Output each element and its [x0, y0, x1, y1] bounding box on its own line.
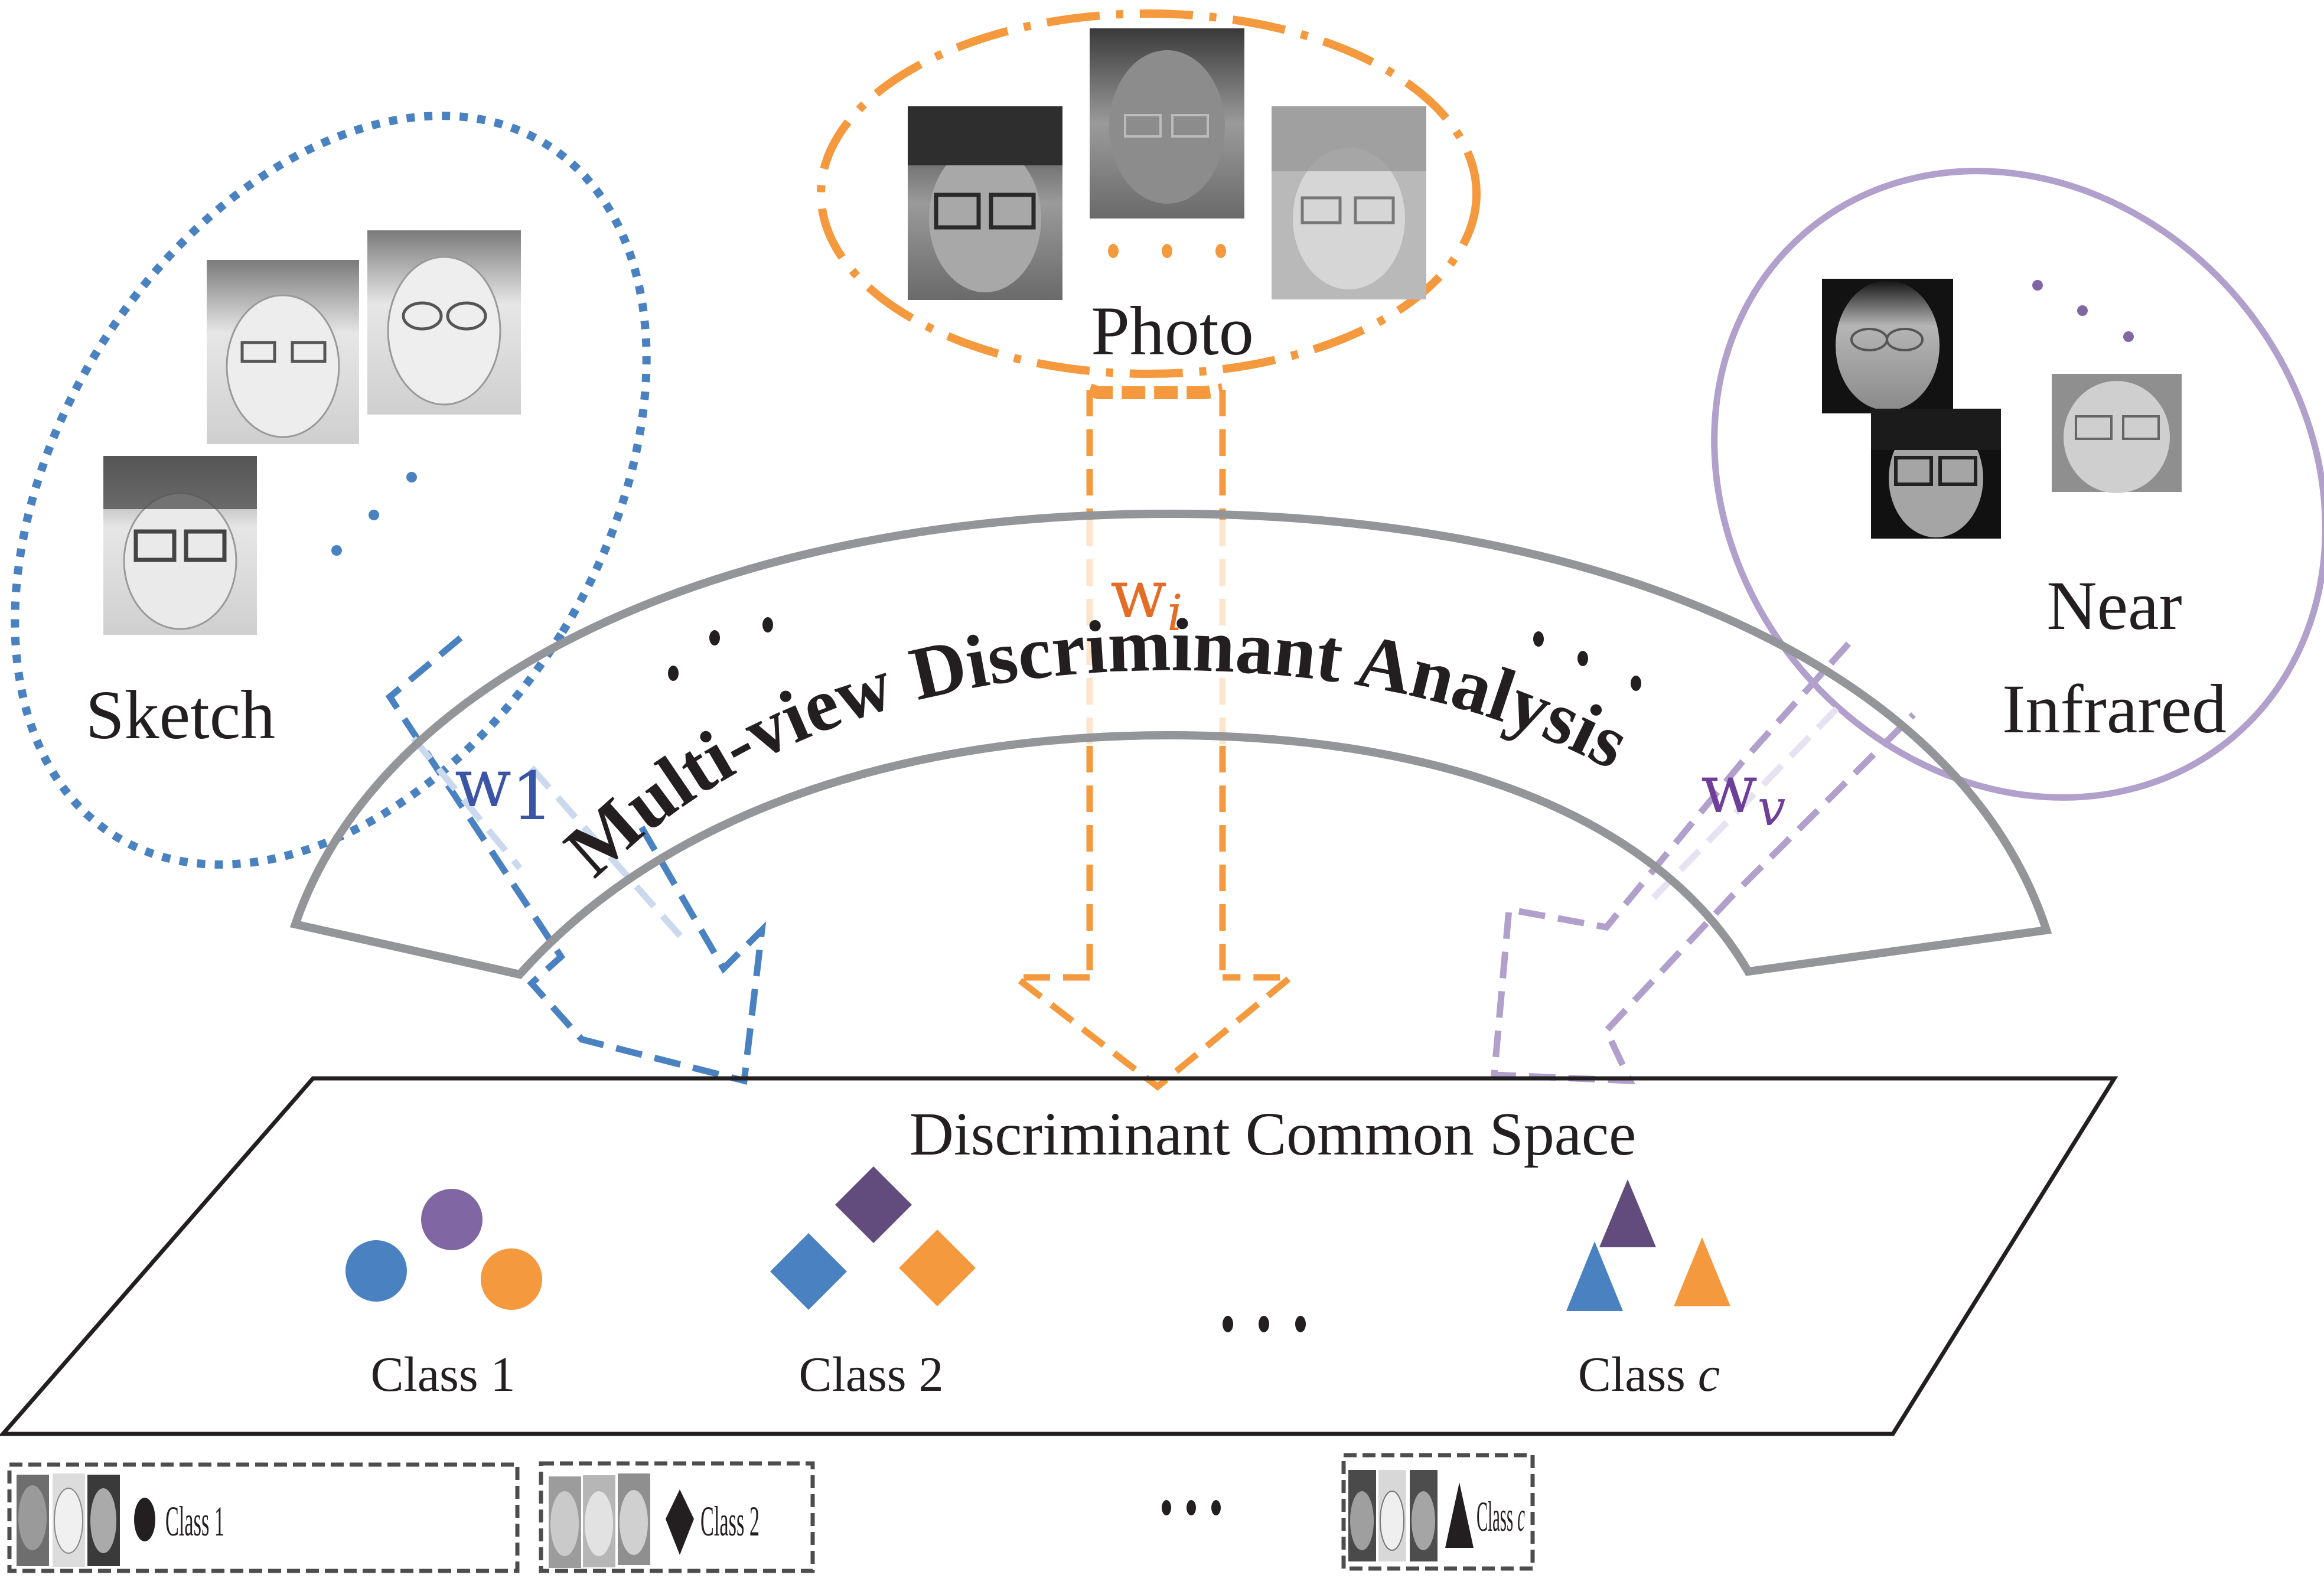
- arc-title-part2: Discriminant Analysis: [902, 602, 1642, 785]
- mvda-arc: Multi-view Discriminant Analysis: [289, 509, 2052, 979]
- legend-item-class-c: Class c: [1341, 1453, 1535, 1571]
- legend-class-c-faces: [1348, 1470, 1438, 1561]
- arc-ellipsis-right-icon: [1533, 631, 1641, 691]
- arc-title: Multi-view: [549, 641, 902, 892]
- sketch-face-1: [207, 260, 359, 444]
- legend-class-1-label: Class 1: [165, 1498, 224, 1545]
- legend-ellipsis-icon: [1162, 1500, 1221, 1515]
- nir-boundary: [1711, 168, 2324, 801]
- common-space-title: Discriminant Common Space: [910, 1100, 1636, 1168]
- common-space-ellipsis-icon: [1223, 1316, 1306, 1332]
- legend-class-1-faces: [17, 1473, 120, 1567]
- sketch-face-2: [367, 230, 521, 415]
- arc-title-2: Discriminant Analysis: [902, 602, 1642, 785]
- legend-item-class-2: Class 2: [539, 1461, 815, 1573]
- class-c-purple-point: [1599, 1179, 1656, 1247]
- photo-group: Photo: [817, 9, 1481, 378]
- nir-face-2: [2052, 374, 2182, 493]
- projection-arrow-wi: [1006, 383, 1300, 1091]
- weight-label-wv: wv: [1701, 751, 1785, 837]
- photo-face-1: [908, 106, 1062, 300]
- arc-title-part1: Multi-view: [549, 641, 902, 892]
- sketch-face-3: [103, 456, 257, 635]
- photo-boundary: [817, 9, 1481, 378]
- class-2-label: Class 2: [798, 1347, 943, 1402]
- arc-outline: [289, 509, 2052, 979]
- nir-face-1: [1822, 279, 1953, 413]
- photo-label: Photo: [1091, 292, 1253, 370]
- photo-face-2: [1090, 28, 1244, 219]
- projection-arrow-wv: [1491, 641, 1916, 1084]
- class-2-orange-point: [899, 1230, 976, 1306]
- sketch-ellipsis-icon: [331, 472, 417, 556]
- nir-label-line1: Near: [2046, 567, 2182, 644]
- class-2-purple-point: [835, 1166, 912, 1243]
- weight-label-wi: wi: [1110, 556, 1183, 642]
- legend: Class 1 Class 2: [7, 1453, 1535, 1573]
- arc-ellipsis-left-icon: [668, 617, 773, 681]
- legend-class-c-label: Class c: [1476, 1493, 1525, 1540]
- class-1-blue-point: [345, 1240, 407, 1302]
- class-c-label: Class c: [1578, 1347, 1720, 1402]
- class-2-cluster: [770, 1166, 976, 1310]
- class-1-cluster: [345, 1189, 542, 1310]
- class-c-cluster: [1566, 1179, 1730, 1311]
- sketch-group: Sketch: [11, 112, 651, 869]
- legend-item-class-1: Class 1: [7, 1462, 520, 1573]
- class-1-label: Class 1: [370, 1347, 515, 1402]
- nir-face-3: [1871, 409, 2001, 539]
- projection-arrow-w1: [385, 635, 767, 1085]
- sketch-label: Sketch: [86, 676, 275, 754]
- common-space: Discriminant Common Space Class 1 Class …: [0, 1076, 2118, 1436]
- class-2-blue-point: [770, 1233, 847, 1310]
- class-c-orange-point: [1674, 1237, 1730, 1306]
- legend-class-2-label: Class 2: [700, 1498, 760, 1545]
- class-c-blue-point: [1566, 1241, 1623, 1311]
- class-1-purple-point: [421, 1189, 483, 1250]
- legend-triangle-icon: [1445, 1482, 1474, 1548]
- class-1-orange-point: [481, 1248, 542, 1310]
- weight-label-w1: w1: [455, 745, 553, 835]
- photo-ellipsis-icon: [1108, 244, 1226, 258]
- legend-circle-icon: [134, 1498, 155, 1541]
- common-space-plane: [0, 1076, 2118, 1436]
- photo-face-3: [1272, 106, 1426, 299]
- legend-diamond-icon: [666, 1489, 694, 1555]
- nir-label-line2: Infrared: [2002, 670, 2227, 748]
- nir-ellipsis-icon: [2032, 280, 2134, 342]
- nir-group: Near Infrared: [1711, 168, 2324, 801]
- legend-class-2-faces: [549, 1473, 650, 1568]
